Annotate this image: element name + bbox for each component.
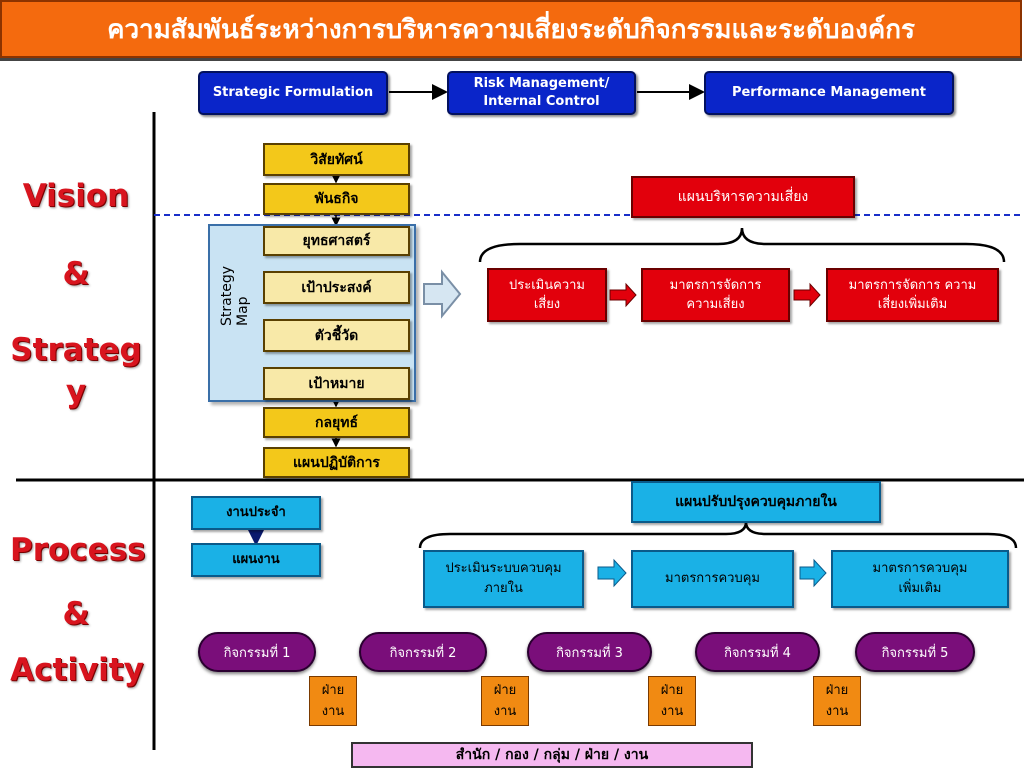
unit-box-4: ฝ่าย งาน [813, 676, 861, 726]
chain-vision: วิสัยทัศน์ [263, 143, 410, 176]
red-arrow-1 [609, 282, 637, 308]
cyan-arrow-2 [799, 558, 827, 588]
side-label-vision: Vision [22, 178, 130, 214]
side-label-strategy-1: Strateg [10, 332, 142, 368]
risk-brace [478, 227, 1006, 263]
side-label-ampersand-2: & [62, 596, 90, 632]
risk-step-assess: ประเมินความ เสี่ยง [487, 268, 607, 322]
risk-step-measures: มาตรการจัดการ ความเสี่ยง [641, 268, 790, 322]
side-label-activity: Activity [10, 652, 144, 688]
control-brace [418, 521, 1018, 549]
unit-box-1: ฝ่าย งาน [309, 676, 357, 726]
control-step-measures: มาตรการควบคุม [631, 550, 794, 608]
risk-management-box: Risk Management/ Internal Control [447, 71, 636, 115]
activity-pill-5: กิจกรรมที่ 5 [855, 632, 975, 672]
work-plan-box: แผนงาน [191, 543, 321, 577]
activity-pill-4: กิจกรรมที่ 4 [695, 632, 820, 672]
unit-box-2: ฝ่าย งาน [481, 676, 529, 726]
strategic-formulation-box: Strategic Formulation [198, 71, 388, 115]
side-label-strategy-2: y [65, 374, 87, 410]
risk-plan-title: แผนบริหารความเสี่ยง [631, 176, 855, 218]
page-title: ความสัมพันธ์ระหว่างการบริหารความเสี่ยงระ… [0, 0, 1022, 58]
chain-action-plan: แผนปฏิบัติการ [263, 447, 410, 478]
chain-goal: เป้าประสงค์ [263, 271, 410, 304]
activity-pill-1: กิจกรรมที่ 1 [198, 632, 316, 672]
chain-indicator: ตัวชี้วัด [263, 319, 410, 352]
cyan-arrow-1 [597, 558, 627, 588]
org-level-bar: สำนัก / กอง / กลุ่ม / ฝ่าย / งาน [351, 742, 753, 768]
control-step-assess: ประเมินระบบควบคุม ภายใน [423, 550, 584, 608]
control-step-extra-measures: มาตรการควบคุม เพิ่มเติม [831, 550, 1009, 608]
strategy-map-label: Strategy Map [219, 266, 251, 326]
activity-pill-3: กิจกรรมที่ 3 [527, 632, 652, 672]
unit-box-3: ฝ่าย งาน [648, 676, 696, 726]
routine-work-box: งานประจำ [191, 496, 321, 530]
red-arrow-2 [793, 282, 821, 308]
side-label-ampersand-1: & [62, 256, 90, 292]
chain-target: เป้าหมาย [263, 367, 410, 400]
chain-tactic: กลยุทธ์ [263, 407, 410, 438]
activity-pill-2: กิจกรรมที่ 2 [359, 632, 487, 672]
chain-strategy: ยุทธศาสตร์ [263, 226, 410, 256]
side-label-process: Process [10, 532, 146, 568]
control-plan-title: แผนปรับปรุงควบคุมภายใน [631, 481, 881, 523]
hollow-arrow [423, 269, 462, 319]
risk-step-extra-measures: มาตรการจัดการ ความ เสี่ยงเพิ่มเติม [826, 268, 999, 322]
performance-management-box: Performance Management [704, 71, 954, 115]
chain-mission: พันธกิจ [263, 183, 410, 215]
